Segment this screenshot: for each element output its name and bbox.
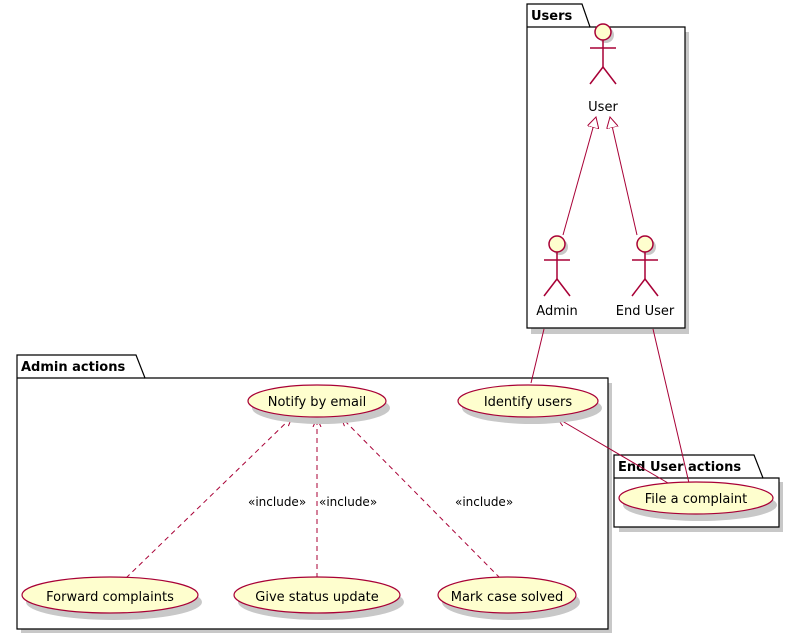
usecase-notify-by-email: Notify by email	[247, 384, 390, 424]
package-admin-actions-title: Admin actions	[21, 360, 125, 375]
include-label-solved: «include»	[455, 495, 513, 509]
include-label-status: «include»	[319, 495, 377, 509]
usecase-file-a-complaint: File a complaint	[618, 481, 777, 521]
package-users: Users	[526, 3, 689, 334]
usecase-forward-complaints-label: Forward complaints	[46, 590, 174, 605]
include-forward-notify	[125, 417, 292, 579]
usecase-give-status-update-label: Give status update	[255, 590, 378, 605]
usecase-mark-case-solved-label: Mark case solved	[451, 590, 564, 605]
association-enduser-file	[652, 328, 690, 484]
actor-admin-label: Admin	[536, 304, 577, 319]
actor-user: User	[588, 23, 618, 115]
actor-end-user: End User	[616, 235, 675, 319]
include-solved-notify	[341, 417, 501, 579]
relations: «include» «include» «include»	[125, 117, 690, 579]
package-users-title: Users	[531, 9, 573, 24]
usecase-file-a-complaint-label: File a complaint	[645, 492, 748, 507]
actor-end-user-label: End User	[616, 304, 675, 319]
association-file-identify	[557, 418, 669, 484]
usecase-notify-by-email-label: Notify by email	[268, 395, 367, 410]
generalization-admin-user	[562, 117, 596, 236]
include-label-forward: «include»	[248, 495, 306, 509]
actor-admin: Admin	[536, 235, 578, 319]
usecase-identify-users: Identify users	[457, 384, 602, 424]
usecase-forward-complaints: Forward complaints	[21, 576, 202, 620]
usecase-mark-case-solved: Mark case solved	[437, 576, 580, 620]
usecase-give-status-update: Give status update	[233, 576, 404, 620]
usecase-identify-users-label: Identify users	[484, 395, 573, 410]
package-end-user-actions-title: End User actions	[618, 460, 741, 475]
generalization-enduser-user	[610, 117, 638, 236]
actor-user-label: User	[588, 100, 618, 115]
association-admin-identify	[530, 328, 545, 384]
